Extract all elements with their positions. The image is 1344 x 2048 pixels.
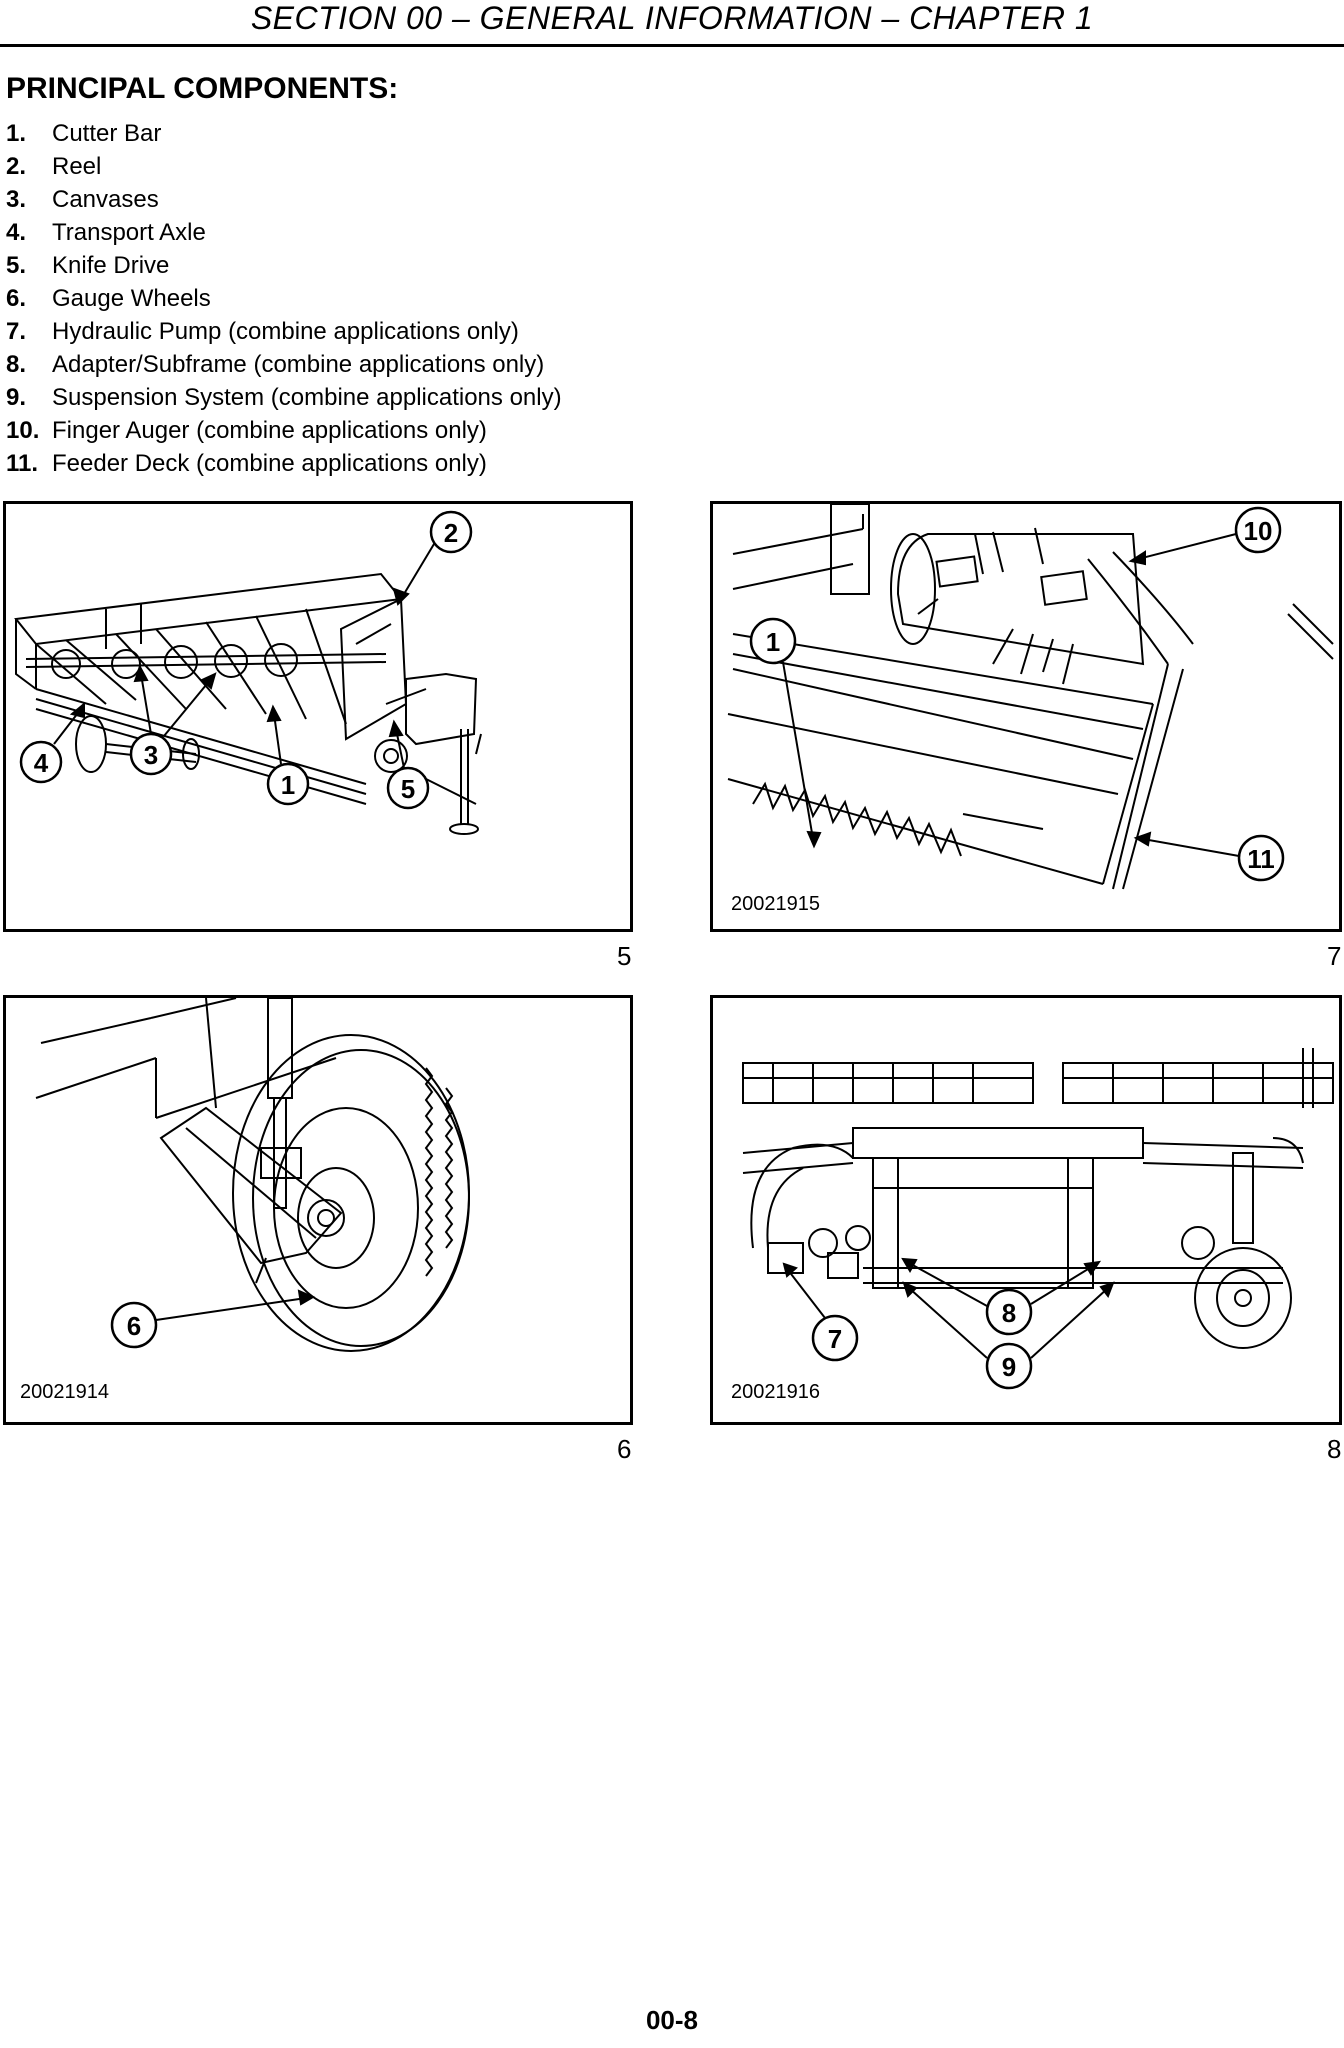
item-label: Gauge Wheels bbox=[52, 285, 211, 312]
wheel-drawing bbox=[35, 998, 470, 1352]
figure-gauge-wheel: 6 20021914 bbox=[3, 995, 633, 1425]
list-item: 4. Transport Axle bbox=[6, 216, 562, 249]
leader-lines bbox=[782, 533, 1240, 857]
figure-number: 5 bbox=[617, 941, 632, 971]
list-item: 10. Finger Auger (combine applications on… bbox=[6, 414, 562, 447]
callout-group: 6 bbox=[110, 1301, 158, 1349]
item-number: 7. bbox=[6, 318, 27, 345]
item-number: 10. bbox=[6, 417, 40, 444]
callout-label: 5 bbox=[401, 774, 415, 804]
figure-number: 7 bbox=[1327, 941, 1342, 971]
item-label: Reel bbox=[52, 153, 102, 180]
item-number: 2. bbox=[6, 153, 27, 180]
item-number: 11. bbox=[6, 450, 39, 477]
finger-auger-illustration: 10 1 11 20021915 bbox=[727, 504, 1334, 915]
item-label: Hydraulic Pump (combine applications onl… bbox=[52, 318, 519, 345]
figure-adapter-subframe: 8 7 9 20021916 bbox=[710, 995, 1342, 1425]
adapter-drawing bbox=[742, 1048, 1334, 1349]
item-label: Cutter Bar bbox=[52, 120, 162, 147]
callout-label: 1 bbox=[281, 770, 295, 800]
item-label: Adapter/Subframe (combine applications o… bbox=[52, 351, 545, 378]
callout-label: 7 bbox=[828, 1324, 842, 1354]
item-label: Feeder Deck (combine applications only) bbox=[52, 450, 487, 477]
item-number: 9. bbox=[6, 384, 27, 411]
item-number: 4. bbox=[6, 219, 27, 246]
item-label: Transport Axle bbox=[52, 219, 206, 246]
callout-group: 8 7 9 bbox=[811, 1288, 1033, 1390]
callout-group: 2 4 3 1 5 bbox=[19, 510, 473, 810]
figure-number: 6 bbox=[617, 1434, 632, 1464]
list-item: 7. Hydraulic Pump (combine applications o… bbox=[6, 315, 562, 348]
callout-label: 10 bbox=[1244, 516, 1273, 546]
figure-number: 8 bbox=[1327, 1434, 1342, 1464]
list-item: 2. Reel bbox=[6, 150, 562, 183]
figure-header-overview: 2 4 3 1 5 bbox=[3, 501, 633, 932]
item-label: Finger Auger (combine applications only) bbox=[52, 417, 487, 444]
leader-lines bbox=[782, 1257, 1115, 1359]
figure-code: 20021915 bbox=[731, 893, 820, 915]
list-item: 9. Suspension System (combine application… bbox=[6, 381, 562, 414]
list-item: 11. Feeder Deck (combine applications onl… bbox=[6, 447, 562, 480]
list-item: 1. Cutter Bar bbox=[6, 117, 562, 150]
item-label: Knife Drive bbox=[52, 252, 170, 279]
item-label: Canvases bbox=[52, 186, 159, 213]
components-list: 1. Cutter Bar 2. Reel 3. Canvases 4. Transpo… bbox=[6, 117, 562, 480]
figure-finger-auger: 10 1 11 20021915 bbox=[710, 501, 1342, 932]
list-item: 3. Canvases bbox=[6, 183, 562, 216]
callout-label: 6 bbox=[127, 1311, 141, 1341]
list-item: 5. Knife Drive bbox=[6, 249, 562, 282]
callout-label: 11 bbox=[1247, 844, 1275, 874]
leader-lines bbox=[53, 543, 435, 769]
callout-label: 4 bbox=[34, 748, 49, 778]
header-drawing bbox=[14, 572, 482, 835]
callout-group: 10 1 11 bbox=[749, 506, 1285, 882]
callout-label: 2 bbox=[444, 518, 458, 548]
adapter-illustration: 8 7 9 20021916 bbox=[731, 1048, 1334, 1403]
list-item: 6. Gauge Wheels bbox=[6, 282, 562, 315]
item-number: 8. bbox=[6, 351, 27, 378]
callout-label: 8 bbox=[1002, 1298, 1016, 1328]
section-header: SECTION 00 – GENERAL INFORMATION – CHAPT… bbox=[250, 0, 1094, 36]
leader-lines bbox=[155, 1289, 316, 1321]
figure-code: 20021914 bbox=[20, 1381, 109, 1403]
item-number: 6. bbox=[6, 285, 27, 312]
auger-drawing bbox=[727, 504, 1334, 890]
header-overview-illustration: 2 4 3 1 5 bbox=[14, 510, 482, 835]
item-number: 1. bbox=[6, 120, 27, 147]
item-number: 5. bbox=[6, 252, 27, 279]
components-heading: PRINCIPAL COMPONENTS: bbox=[6, 72, 399, 105]
callout-label: 9 bbox=[1002, 1352, 1016, 1382]
gauge-wheel-illustration: 6 20021914 bbox=[20, 998, 470, 1403]
figure-code: 20021916 bbox=[731, 1381, 820, 1403]
list-item: 8. Adapter/Subframe (combine applications… bbox=[6, 348, 562, 381]
item-label: Suspension System (combine applications … bbox=[52, 384, 562, 411]
callout-label: 3 bbox=[144, 740, 158, 770]
callout-label: 1 bbox=[766, 627, 780, 657]
header-rule bbox=[0, 44, 1344, 47]
item-number: 3. bbox=[6, 186, 27, 213]
page-number: 00-8 bbox=[645, 2005, 699, 2035]
